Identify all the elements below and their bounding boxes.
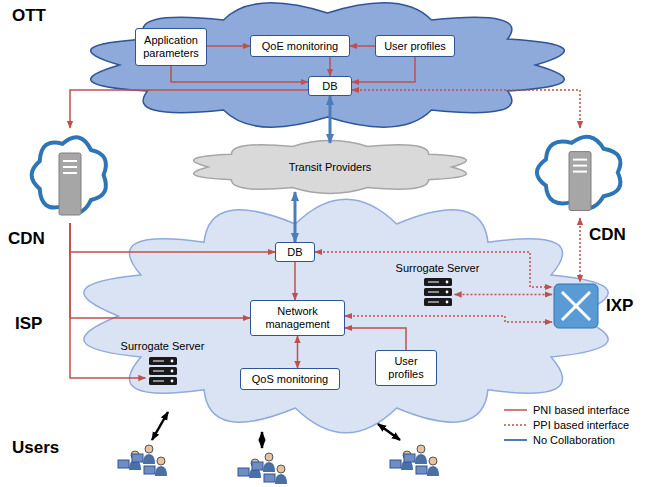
- region-label: CDN: [8, 229, 45, 249]
- cdn-cloud-icon: [535, 125, 625, 220]
- server-slot: [153, 370, 164, 371]
- pni-connector: [207, 45, 250, 47]
- server-slot: [63, 166, 77, 168]
- region-label: ISP: [15, 314, 42, 334]
- process-box: QoS monitoring: [240, 368, 340, 390]
- cdn-cloud-icon: [30, 125, 110, 225]
- no-collab-connector: [329, 96, 332, 143]
- server-led: [170, 379, 173, 382]
- server-icon: [423, 277, 453, 307]
- server-slot: [573, 171, 587, 173]
- process-box: Network management: [250, 300, 345, 336]
- server-unit: [149, 377, 177, 385]
- cloud-region: ISPDBSurrogate ServerNetwork managementS…: [75, 198, 617, 434]
- server-body: [59, 153, 81, 215]
- node-label: Surrogate Server: [396, 262, 480, 275]
- node-label: DB: [322, 80, 337, 93]
- legend-text: No Collaboration: [533, 434, 615, 447]
- server-slot: [63, 160, 77, 162]
- node-label: User profiles: [380, 355, 432, 380]
- switch-arrow: [562, 292, 590, 320]
- ixp-switch: IXP: [552, 282, 600, 330]
- pni-connector: [329, 57, 331, 76]
- server-slot: [153, 360, 164, 361]
- server-slot: [573, 159, 587, 161]
- server-led: [445, 301, 448, 304]
- node-label: Surrogate Server: [121, 340, 205, 353]
- user-link: [378, 424, 400, 440]
- server-led: [170, 359, 173, 362]
- cloud-outline: [91, 3, 565, 127]
- node-label: User profiles: [384, 40, 446, 53]
- cloud-region: OTTApplication parametersQoE monitoringU…: [80, 0, 575, 130]
- pni-connector: [350, 45, 375, 47]
- node-label: QoS monitoring: [252, 373, 328, 386]
- cloud-shape: [75, 198, 617, 434]
- server-unit: [424, 298, 452, 306]
- process-box: User profiles: [375, 350, 437, 386]
- legend-row: PPI based interface: [503, 419, 629, 432]
- user-group: [118, 445, 167, 476]
- legend-row: PNI based interface: [503, 404, 630, 417]
- server-slot: [428, 282, 439, 283]
- node-label: Network management: [255, 305, 340, 330]
- server-led: [445, 291, 448, 294]
- no-collab-connector: [294, 192, 297, 242]
- user-group: [390, 445, 439, 476]
- node-label: DB: [287, 246, 302, 259]
- legend-row: No Collaboration: [503, 434, 615, 447]
- node-label: Transit Providers: [289, 161, 372, 174]
- user-group: [238, 453, 287, 484]
- switch-body: [554, 284, 598, 328]
- cdn-icon: CDN: [30, 125, 110, 225]
- process-box: DB: [308, 76, 352, 96]
- node-label: Application parameters: [140, 34, 202, 59]
- server-unit: [424, 288, 452, 296]
- process-box: Application parameters: [135, 28, 207, 66]
- legend-text: PNI based interface: [533, 404, 630, 417]
- legend-sample: [503, 420, 529, 430]
- pni-connector: [297, 336, 299, 368]
- switch-icon: [552, 282, 600, 330]
- server-slot: [428, 292, 439, 293]
- legend-sample: [503, 405, 529, 415]
- process-box: User profiles: [375, 35, 455, 57]
- cdn-icon: CDN: [535, 125, 625, 220]
- legend-line: [504, 439, 527, 441]
- legend-line: [504, 425, 527, 427]
- region-label: OTT: [12, 6, 46, 26]
- user-link: [261, 432, 264, 448]
- pni-connector: [294, 262, 296, 300]
- server-slot: [573, 165, 587, 167]
- region-label: CDN: [589, 225, 626, 245]
- server-icon: [148, 356, 178, 386]
- cloud-outline: [194, 141, 467, 194]
- node-label: QoE monitoring: [262, 40, 338, 53]
- server-unit: [149, 357, 177, 365]
- process-box: DB: [275, 242, 315, 262]
- transit-cloud: Transit Providers: [185, 140, 475, 194]
- cloud-outline: [84, 199, 608, 433]
- server-led: [170, 369, 173, 372]
- legend-text: PPI based interface: [533, 419, 629, 432]
- legend-line: [504, 410, 527, 412]
- switch-arrow: [562, 292, 590, 320]
- group-label: Users: [12, 438, 59, 458]
- legend-sample: [503, 435, 529, 445]
- ppi-connector: [579, 218, 581, 282]
- surrogate-server: Surrogate Server: [115, 340, 210, 392]
- server-body: [569, 152, 591, 211]
- server-unit: [149, 367, 177, 375]
- server-slot: [63, 172, 77, 174]
- server-slot: [428, 302, 439, 303]
- server-unit: [424, 278, 452, 286]
- server-led: [445, 281, 448, 284]
- server-slot: [153, 380, 164, 381]
- surrogate-server: Surrogate Server: [390, 262, 485, 309]
- process-box: QoE monitoring: [250, 35, 350, 57]
- user-link: [152, 412, 168, 440]
- region-label: IXP: [606, 296, 633, 316]
